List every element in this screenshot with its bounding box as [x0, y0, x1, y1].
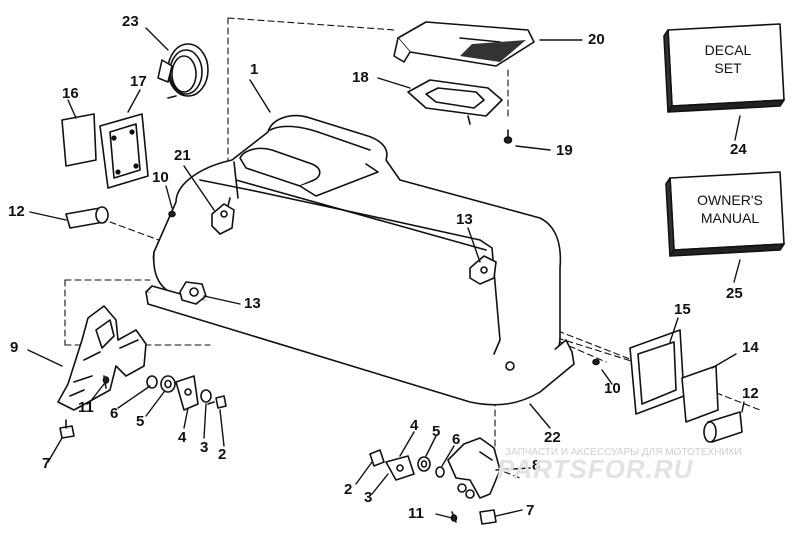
callout-12-left: 12: [8, 203, 25, 220]
callout-4-right: 4: [410, 417, 419, 434]
part-21-knob: [211, 197, 235, 235]
part-12-plug-right: [703, 411, 743, 443]
callout-2-right: 2: [344, 481, 353, 498]
watermark-logo: PARTSFOR.RU: [497, 454, 694, 484]
callout-9: 9: [10, 339, 19, 356]
part-15-gasket: [629, 329, 685, 415]
callout-3-left: 3: [200, 439, 209, 456]
owners-manual-line2: MANUAL: [700, 209, 760, 226]
part-14-pad: [681, 365, 719, 423]
callout-24: 24: [730, 141, 747, 158]
decal-set-label: DECAL SET: [680, 42, 776, 77]
callout-10-left: 10: [152, 169, 169, 186]
callout-18: 18: [352, 69, 369, 86]
part-10-screw-left: [168, 210, 176, 218]
part-23-cable-coil: [157, 43, 209, 99]
callout-21: 21: [174, 147, 191, 164]
part-7-knob-left: [59, 419, 75, 439]
callout-15: 15: [674, 301, 691, 318]
callout-4-left: 4: [178, 429, 187, 446]
callout-19: 19: [556, 142, 573, 159]
part-19-screw: [503, 129, 513, 144]
leader-lines: [27, 27, 745, 519]
part-5-washer-right: [417, 456, 431, 472]
part-2-bolt-right: [369, 449, 385, 467]
part-2-bolt-left: [207, 395, 227, 409]
callout-5-right: 5: [432, 423, 441, 440]
callout-13-left: 13: [244, 295, 261, 312]
part-bracket-right: [447, 437, 501, 499]
callout-11-right: 11: [408, 505, 424, 522]
callout-1: 1: [250, 61, 259, 78]
callout-12-right: 12: [742, 385, 759, 402]
callout-6-right: 6: [452, 431, 461, 448]
callout-3-right: 3: [364, 489, 373, 506]
part-11-pin-right: [450, 511, 458, 523]
watermark-caption: ЗАПЧАСТИ И АКСЕССУАРЫ ДЛЯ МОТОТЕХНИКИ: [505, 447, 742, 458]
part-10-screw-right: [592, 358, 600, 366]
part-5-washer-left: [160, 375, 176, 393]
part-25-owners-manual-box: [665, 171, 785, 257]
owners-manual-label: OWNER'S MANUAL: [680, 192, 780, 227]
callout-16: 16: [62, 85, 79, 102]
callout-25: 25: [726, 285, 743, 302]
decal-set-line1: DECAL: [704, 42, 752, 58]
callout-8: 8: [532, 457, 541, 474]
part-6-washer-left: [146, 375, 158, 389]
callout-6-left: 6: [110, 405, 119, 422]
callout-2-left: 2: [218, 446, 227, 463]
callout-5-left: 5: [136, 413, 145, 430]
callout-22: 22: [544, 429, 561, 446]
part-24-decal-set-box: [663, 23, 785, 113]
motor-cover-hood: [145, 114, 575, 406]
part-4-plate-left: [175, 375, 199, 411]
decal-set-line2: SET: [714, 59, 742, 76]
callout-14: 14: [742, 339, 759, 356]
callout-20: 20: [588, 31, 605, 48]
part-9-bracket: [57, 305, 147, 411]
callout-11-left: 11: [78, 399, 94, 416]
callout-23: 23: [122, 13, 139, 30]
part-12-plug-left: [65, 206, 109, 229]
part-6-washer-right: [435, 466, 445, 478]
owners-manual-line1: OWNER'S: [697, 192, 763, 208]
part-18-gasket: [407, 79, 503, 125]
part-17-gasket: [99, 113, 149, 189]
part-3-washer-left: [200, 389, 212, 403]
part-13-latch-right: [469, 255, 497, 285]
part-11-pin-left: [102, 375, 110, 389]
callout-10-right: 10: [604, 380, 621, 397]
callout-7-left: 7: [42, 455, 51, 472]
part-4-plate-right: [385, 455, 415, 481]
callout-17: 17: [130, 73, 147, 90]
callout-7-right: 7: [526, 502, 535, 519]
callout-13-right: 13: [456, 211, 473, 228]
part-16-pad: [61, 113, 97, 167]
part-7-knob-right: [479, 509, 497, 525]
